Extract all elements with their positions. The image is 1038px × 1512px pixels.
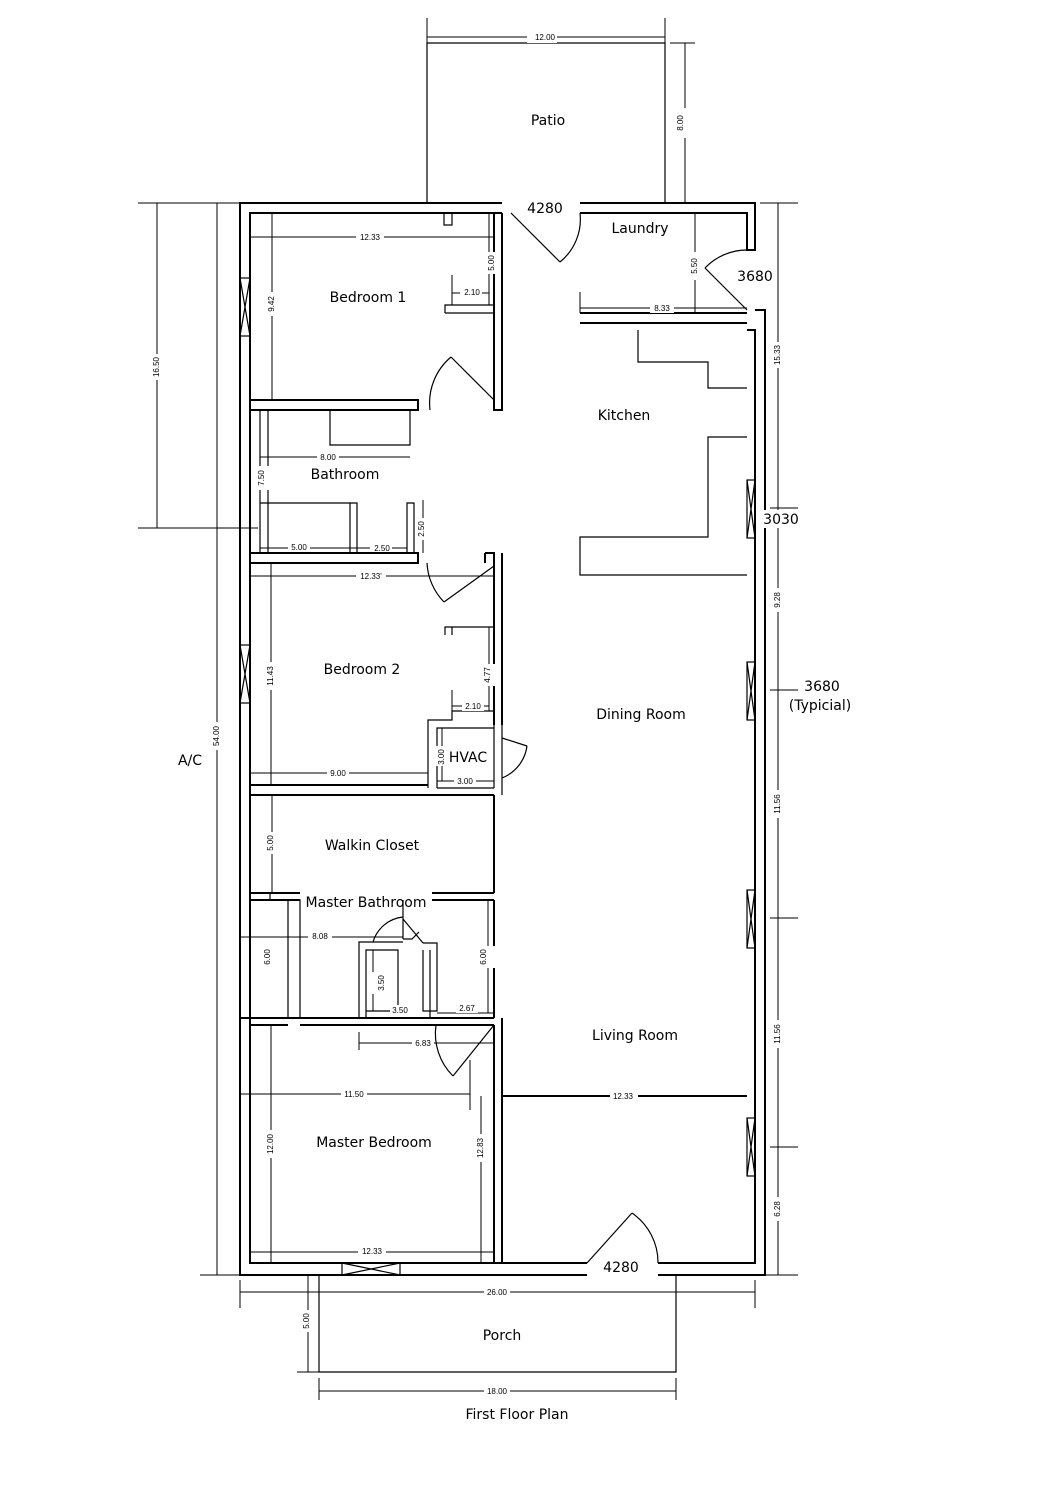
dim-mbed-1283: 12.83 — [476, 1137, 485, 1158]
dim-b1-closet-h: 5.00 — [487, 255, 496, 271]
living-room: 12.33 4280 Living Room — [502, 1028, 747, 1276]
dim-mb-808: 8.08 — [312, 932, 328, 941]
dim-bath-a: 5.00 — [291, 543, 307, 552]
dim-porch-d: 5.00 — [302, 1313, 311, 1329]
dim-mb-600a: 6.00 — [263, 949, 272, 965]
dim-mb-600b: 6.00 — [479, 949, 488, 965]
dim-bath-c: 2.50 — [417, 521, 426, 537]
windows — [239, 277, 756, 1276]
dim-mbed-1150: 11.50 — [344, 1090, 364, 1099]
room-kitchen: Kitchen — [598, 408, 651, 424]
room-master-bathroom: Master Bathroom — [305, 895, 426, 911]
bedroom-1: 12.33 9.42 5.00 2.10 Bedroom 1 — [250, 213, 503, 411]
dim-total-26: 26.00 — [487, 1288, 508, 1297]
porch: 26.00 5.00 18.00 Porch — [239, 1274, 756, 1400]
room-walkin-closet: Walkin Closet — [325, 838, 420, 854]
dim-b2-h: 11.43 — [266, 666, 275, 686]
room-hvac: HVAC — [449, 750, 488, 766]
bathroom: 8.00 7.50 5.00 2.50 2.50 Bathroom — [250, 409, 430, 564]
dim-living-1233: 12.33 — [613, 1092, 634, 1101]
dim-laundry-w: 8.33 — [654, 304, 670, 313]
dim-mb-350b: 3.50 — [392, 1006, 408, 1015]
window-master-bedroom — [341, 1262, 401, 1276]
hvac: 3.00 3.00 HVAC — [436, 725, 528, 795]
dim-left-1650: 16.50 — [152, 356, 161, 377]
dim-mbed-1200: 12.00 — [266, 1133, 275, 1154]
room-bathroom: Bathroom — [311, 467, 380, 483]
label-window-typ2: (Typicial) — [789, 698, 851, 714]
dim-bath-b: 2.50 — [374, 544, 390, 553]
master-bedroom: 11.50 12.00 12.83 12.33 Master Bedroom — [240, 1018, 503, 1263]
dim-laundry-h: 5.50 — [690, 258, 699, 274]
dim-right-1156a: 11.56 — [773, 794, 782, 814]
kitchen: Kitchen — [579, 330, 747, 576]
dim-hvac-w: 3.00 — [457, 777, 473, 786]
dim-mbed-bottom: 12.33 — [362, 1247, 383, 1256]
dim-b1-w: 12.33 — [360, 233, 381, 242]
room-bedroom-1: Bedroom 1 — [330, 290, 407, 306]
dim-hvac-h: 3.00 — [437, 749, 446, 765]
label-window-kitchen: 3030 — [763, 512, 799, 528]
dim-patio-w: 12.00 — [535, 33, 556, 42]
dim-b2-w: 12.33' — [360, 572, 382, 581]
room-patio: Patio — [531, 113, 565, 129]
plan-title: First Floor Plan — [466, 1407, 569, 1423]
dim-porch-w: 18.00 — [487, 1387, 508, 1396]
room-dining-room: Dining Room — [596, 707, 686, 723]
bedroom-2: 12.33' 11.43 4.77 2.10 9.00 Bedroom 2 — [250, 552, 503, 796]
label-ac: A/C — [178, 753, 202, 769]
walkin-closet: 5.00 Walkin Closet — [250, 795, 495, 900]
dim-mb-683: 6.83 — [415, 1039, 431, 1048]
window-kitchen — [746, 479, 756, 539]
dim-mb-350a: 3.50 — [377, 975, 386, 991]
label-door-top: 4280 — [527, 201, 563, 217]
right-dimensions: 15.33 9.28 11.56 11.56 6.28 3030 3680 (T… — [758, 202, 851, 1276]
dim-b2-closet-w: 2.10 — [465, 702, 481, 711]
dim-patio-d: 8.00 — [676, 115, 685, 131]
laundry: 5.50 8.33 Laundry 3680 — [579, 213, 773, 324]
dim-b2-closet-h: 4.77 — [483, 667, 492, 683]
dim-left-5400: 54.00 — [212, 725, 221, 746]
room-laundry: Laundry — [611, 221, 668, 237]
dim-bath-w: 8.00 — [320, 453, 336, 462]
window-left-2 — [239, 644, 251, 704]
top-door: 4280 — [510, 201, 581, 263]
room-bedroom-2: Bedroom 2 — [324, 662, 401, 678]
room-master-bedroom: Master Bedroom — [316, 1135, 432, 1151]
window-dining — [746, 661, 756, 721]
label-door-front: 4280 — [603, 1260, 639, 1276]
dim-right-928: 9.28 — [773, 592, 782, 608]
dim-b2-bottom: 9.00 — [330, 769, 346, 778]
label-window-typ: 3680 — [804, 679, 840, 695]
master-bathroom: 8.08 6.00 3.50 3.50 2.67 6.00 6.83 Maste… — [240, 895, 495, 1077]
dim-walkin-h: 5.00 — [266, 835, 275, 851]
exterior-walls — [239, 202, 766, 1276]
dim-b1-h: 9.42 — [267, 296, 276, 312]
dim-b1-closet-w: 2.10 — [464, 288, 480, 297]
room-porch: Porch — [483, 1328, 522, 1344]
left-dimensions: 16.50 54.00 A/C — [138, 202, 258, 1276]
window-living-1 — [746, 889, 756, 949]
window-living-2 — [746, 1117, 756, 1177]
dim-right-1156b: 11.56 — [773, 1024, 782, 1044]
patio: 12.00 8.00 Patio — [426, 18, 695, 203]
dim-bath-h: 7.50 — [257, 470, 266, 486]
dim-right-628: 6.28 — [773, 1201, 782, 1217]
dim-mb-267: 2.67 — [459, 1004, 475, 1013]
dim-right-1533: 15.33 — [773, 344, 782, 365]
label-door-laundry: 3680 — [737, 269, 773, 285]
room-living-room: Living Room — [592, 1028, 678, 1044]
window-left-1 — [239, 277, 251, 337]
